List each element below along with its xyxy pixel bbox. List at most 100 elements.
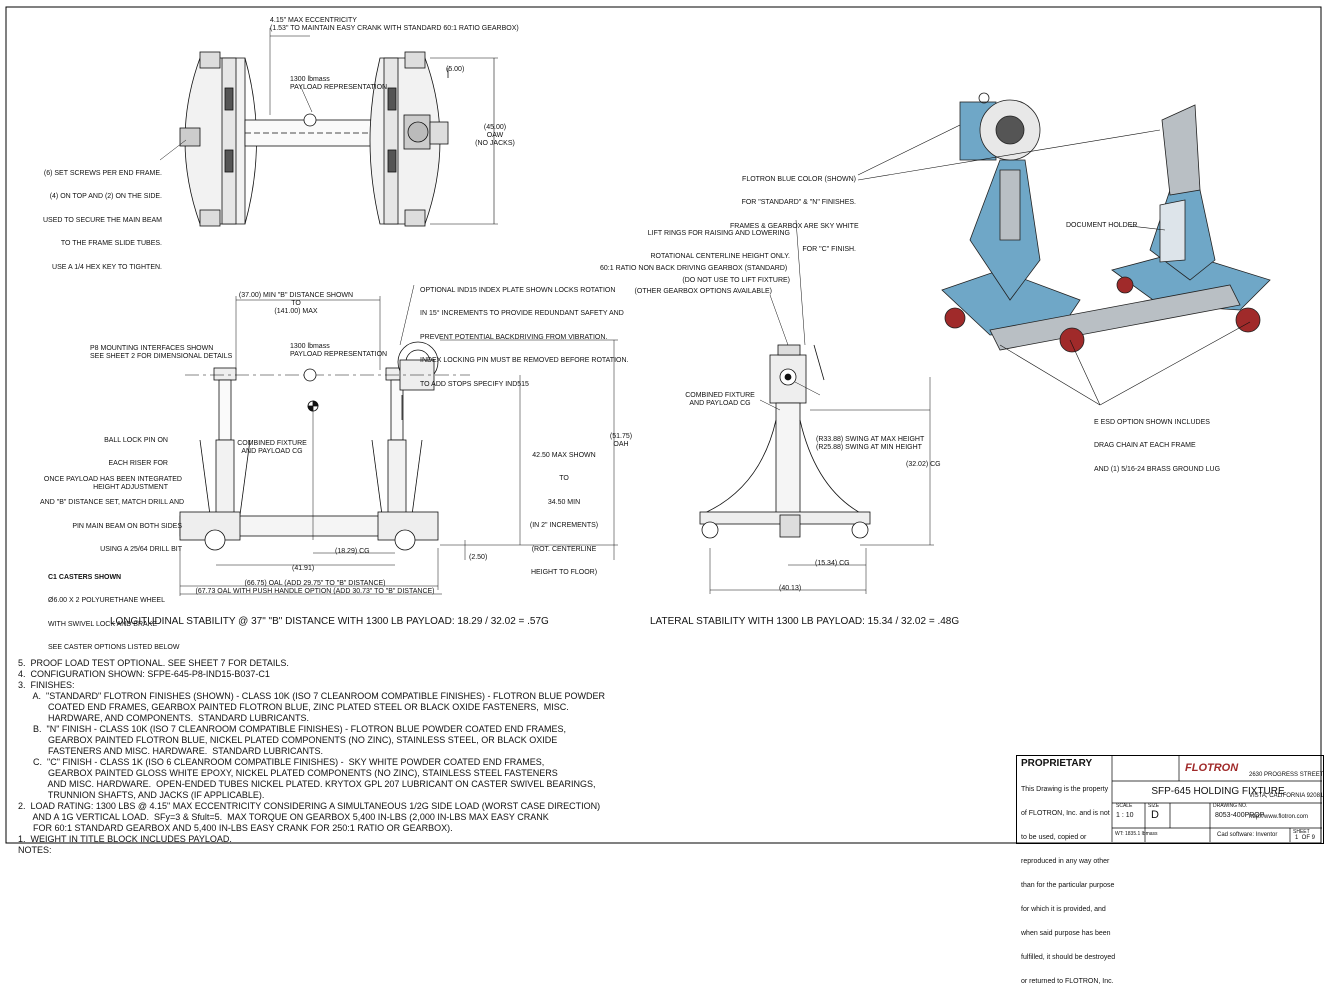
side-cg-line: AND PAYLOAD CG xyxy=(241,447,303,455)
color-line: FOR "STANDARD" & "N" FINISHES. xyxy=(741,199,856,207)
address-line: VISTA, CALIFORNIA 92081 xyxy=(1249,793,1324,799)
color-line: FRAMES & GEARBOX ARE SKY WHITE xyxy=(730,222,859,230)
title-block-grid xyxy=(1111,755,1322,842)
lift-rings-note: LIFT RINGS FOR RAISING AND LOWERING ROTA… xyxy=(640,214,790,292)
drill-line: USING A 25/64 DRILL BIT xyxy=(100,546,182,554)
color-note: FLOTRON BLUE COLOR (SHOWN) FOR "STANDARD… xyxy=(730,160,859,262)
oaw-dimension: (45.00)OAW(NO JACKS) xyxy=(472,124,518,147)
casters-line: SEE CASTER OPTIONS LISTED BELOW xyxy=(48,644,180,652)
eccentricity-note: 4.15" MAX ECCENTRICITY(1.53" TO MAINTAIN… xyxy=(270,17,519,33)
proprietary-line: to be used, copied or xyxy=(1021,834,1087,841)
height-line: TO xyxy=(559,475,569,483)
casters-title: C1 CASTERS SHOWN xyxy=(48,573,122,581)
dim-5: (5.00) xyxy=(446,66,465,73)
gearbox-line: 60:1 RATIO NON BACK DRIVING GEARBOX (STA… xyxy=(600,264,788,272)
setscrew-line: TO THE FRAME SLIDE TUBES. xyxy=(60,240,162,248)
color-line: FOR "C" FINISH. xyxy=(802,246,856,254)
drawing-artwork xyxy=(5,6,1322,844)
p8-line1: P8 MOUNTING INTERFACES SHOWN xyxy=(90,345,214,352)
isometric-view xyxy=(857,92,1271,406)
eccentricity-line1: 4.15" MAX ECCENTRICITY xyxy=(270,17,357,24)
dim-250: (2.50) xyxy=(469,554,488,561)
note-line: 5. PROOF LOAD TEST OPTIONAL. SEE SHEET 7… xyxy=(18,658,289,668)
casters-line: WITH SWIVEL LOCK AND BRAKE xyxy=(48,620,158,628)
end-view xyxy=(699,219,934,594)
gearbox-line: (OTHER GEARBOX OPTIONS AVAILABLE) xyxy=(634,288,772,296)
side-cg-line: COMBINED FIXTURE xyxy=(237,440,307,447)
oal-dimension: (66.75) OAL (ADD 29.75" TO "B" DISTANCE)… xyxy=(180,580,450,596)
sheet-border xyxy=(5,6,1322,844)
proprietary-text: This Drawing is the property of FLOTRON,… xyxy=(1021,770,1115,1002)
oal-line2: (67.73 OAL WITH PUSH HANDLE OPTION (ADD … xyxy=(195,587,435,595)
oah-dimension: (51.75)OAH xyxy=(606,433,636,449)
note-line: TRUNNION SHAFTS, AND JACKS (IF APPLICABL… xyxy=(18,790,265,800)
note-line: GEARBOX PAINTED FLOTRON BLUE, NICKEL PLA… xyxy=(18,735,558,745)
esd-line: DRAG CHAIN AT EACH FRAME xyxy=(1094,442,1196,450)
setscrew-line: USED TO SECURE THE MAIN BEAM xyxy=(42,216,162,224)
weight: WT: 1835.1 lbmass xyxy=(1115,831,1158,837)
note-line: 1. WEIGHT IN TITLE BLOCK INCLUDES PAYLOA… xyxy=(18,834,232,844)
lateral-stability: LATERAL STABILITY WITH 1300 LB PAYLOAD: … xyxy=(650,616,960,627)
b-min: (37.00) MIN "B" DISTANCE SHOWN xyxy=(238,292,354,299)
index-line: OPTIONAL IND15 INDEX PLATE SHOWN LOCKS R… xyxy=(420,286,616,294)
size-value: D xyxy=(1151,809,1159,821)
swing-max: (R33.88) SWING AT MAX HEIGHT xyxy=(816,436,925,443)
drill-line: AND "B" DISTANCE SET, MATCH DRILL AND xyxy=(40,499,185,507)
dim-width: (40.13) xyxy=(779,585,802,592)
note-line: FOR 60:1 STANDARD GEARBOX AND 5,400 IN-L… xyxy=(18,823,453,833)
p8-line2: SEE SHEET 2 FOR DIMENSIONAL DETAILS xyxy=(90,352,233,360)
note-line: 3. FINISHES: xyxy=(18,680,75,690)
proprietary-title: PROPRIETARY xyxy=(1021,758,1093,769)
height-line: HEIGHT TO FLOOR) xyxy=(530,569,598,577)
ball-lock-line: BALL LOCK PIN ON xyxy=(104,436,168,444)
height-line: (IN 2" INCREMENTS) xyxy=(529,522,599,530)
index-line: INDEX LOCKING PIN MUST BE REMOVED BEFORE… xyxy=(420,357,629,365)
proprietary-line: fulfilled, it should be destroyed xyxy=(1021,954,1116,961)
drill-line: PIN MAIN BEAM ON BOTH SIDES xyxy=(72,522,182,530)
proprietary-line: This Drawing is the property xyxy=(1021,786,1109,793)
note-line: C. "C" FINISH - CLASS 1K (ISO 6 CLEANROO… xyxy=(18,757,545,767)
proprietary-line: or returned to FLOTRON, Inc. xyxy=(1021,978,1114,985)
lift-line: (DO NOT USE TO LIFT FIXTURE) xyxy=(682,276,790,284)
esd-line: AND (1) 5/16-24 BRASS GROUND LUG xyxy=(1094,465,1221,473)
height-line: 42.50 MAX SHOWN xyxy=(532,451,596,459)
drawing-sheet: 4.15" MAX ECCENTRICITY(1.53" TO MAINTAIN… xyxy=(5,6,1324,985)
height-line: (ROT. CENTERLINE xyxy=(531,545,597,553)
drill-line: ONCE PAYLOAD HAS BEEN INTEGRATED xyxy=(43,475,182,483)
scale-value: 1 : 10 xyxy=(1116,812,1134,819)
proprietary-line: than for the particular purpose xyxy=(1021,882,1115,889)
casters-line: Ø6.00 X 2 POLYURETHANE WHEEL xyxy=(48,597,165,605)
note-line: B. "N" FINISH - CLASS 10K (ISO 7 CLEANRO… xyxy=(18,724,566,734)
esd-line: E ESD OPTION SHOWN INCLUDES xyxy=(1094,418,1210,426)
casters-note: C1 CASTERS SHOWN Ø6.00 X 2 POLYURETHANE … xyxy=(48,558,179,660)
note-line: GEARBOX PAINTED GLOSS WHITE EPOXY, NICKE… xyxy=(18,768,558,778)
end-cg-line: AND PAYLOAD CG xyxy=(689,399,751,407)
drawing-number: 8053-400PROP xyxy=(1215,812,1265,819)
setscrew-note: (6) SET SCREWS PER END FRAME. (4) ON TOP… xyxy=(40,154,162,279)
side-payload-line2: PAYLOAD REPRESENTATION xyxy=(290,350,388,358)
oal-line1: (66.75) OAL (ADD 29.75" TO "B" DISTANCE) xyxy=(244,580,386,587)
cad-software: Cad software: Inventor xyxy=(1217,832,1278,838)
proprietary-line: when said purpose has been xyxy=(1021,930,1111,937)
ball-lock-line: EACH RISER FOR xyxy=(108,460,168,468)
company-logo: FLOTRON xyxy=(1185,762,1239,774)
ball-lock-note: BALL LOCK PIN ON EACH RISER FOR HEIGHT A… xyxy=(90,421,168,499)
document-holder-label: DOCUMENT HOLDER xyxy=(1066,222,1138,229)
dim-4191: (41.91) xyxy=(292,565,315,572)
height-dimension: 42.50 MAX SHOWN TO 34.50 MIN (IN 2" INCR… xyxy=(524,436,604,585)
note-line: 4. CONFIGURATION SHOWN: SFPE-645-P8-IND1… xyxy=(18,669,270,679)
height-line: 34.50 MIN xyxy=(547,498,581,506)
color-line: FLOTRON BLUE COLOR (SHOWN) xyxy=(742,175,856,183)
lift-line: ROTATIONAL CENTERLINE HEIGHT ONLY. xyxy=(650,253,790,261)
top-payload-line2: PAYLOAD REPRESENTATION xyxy=(290,83,388,91)
setscrew-line: USE A 1/4 HEX KEY TO TIGHTEN. xyxy=(52,263,162,271)
note-line: AND A 1G VERTICAL LOAD. SFy=3 & Sfult=5.… xyxy=(18,812,549,822)
dim-cg-height: (32.02) CG xyxy=(906,461,941,468)
company-address: 2630 PROGRESS STREET VISTA, CALIFORNIA 9… xyxy=(1249,758,1323,835)
longitudinal-stability: LONGITUDINAL STABILITY @ 37" "B" DISTANC… xyxy=(110,616,549,627)
setscrew-line: (4) ON TOP AND (2) ON THE SIDE. xyxy=(49,193,162,201)
